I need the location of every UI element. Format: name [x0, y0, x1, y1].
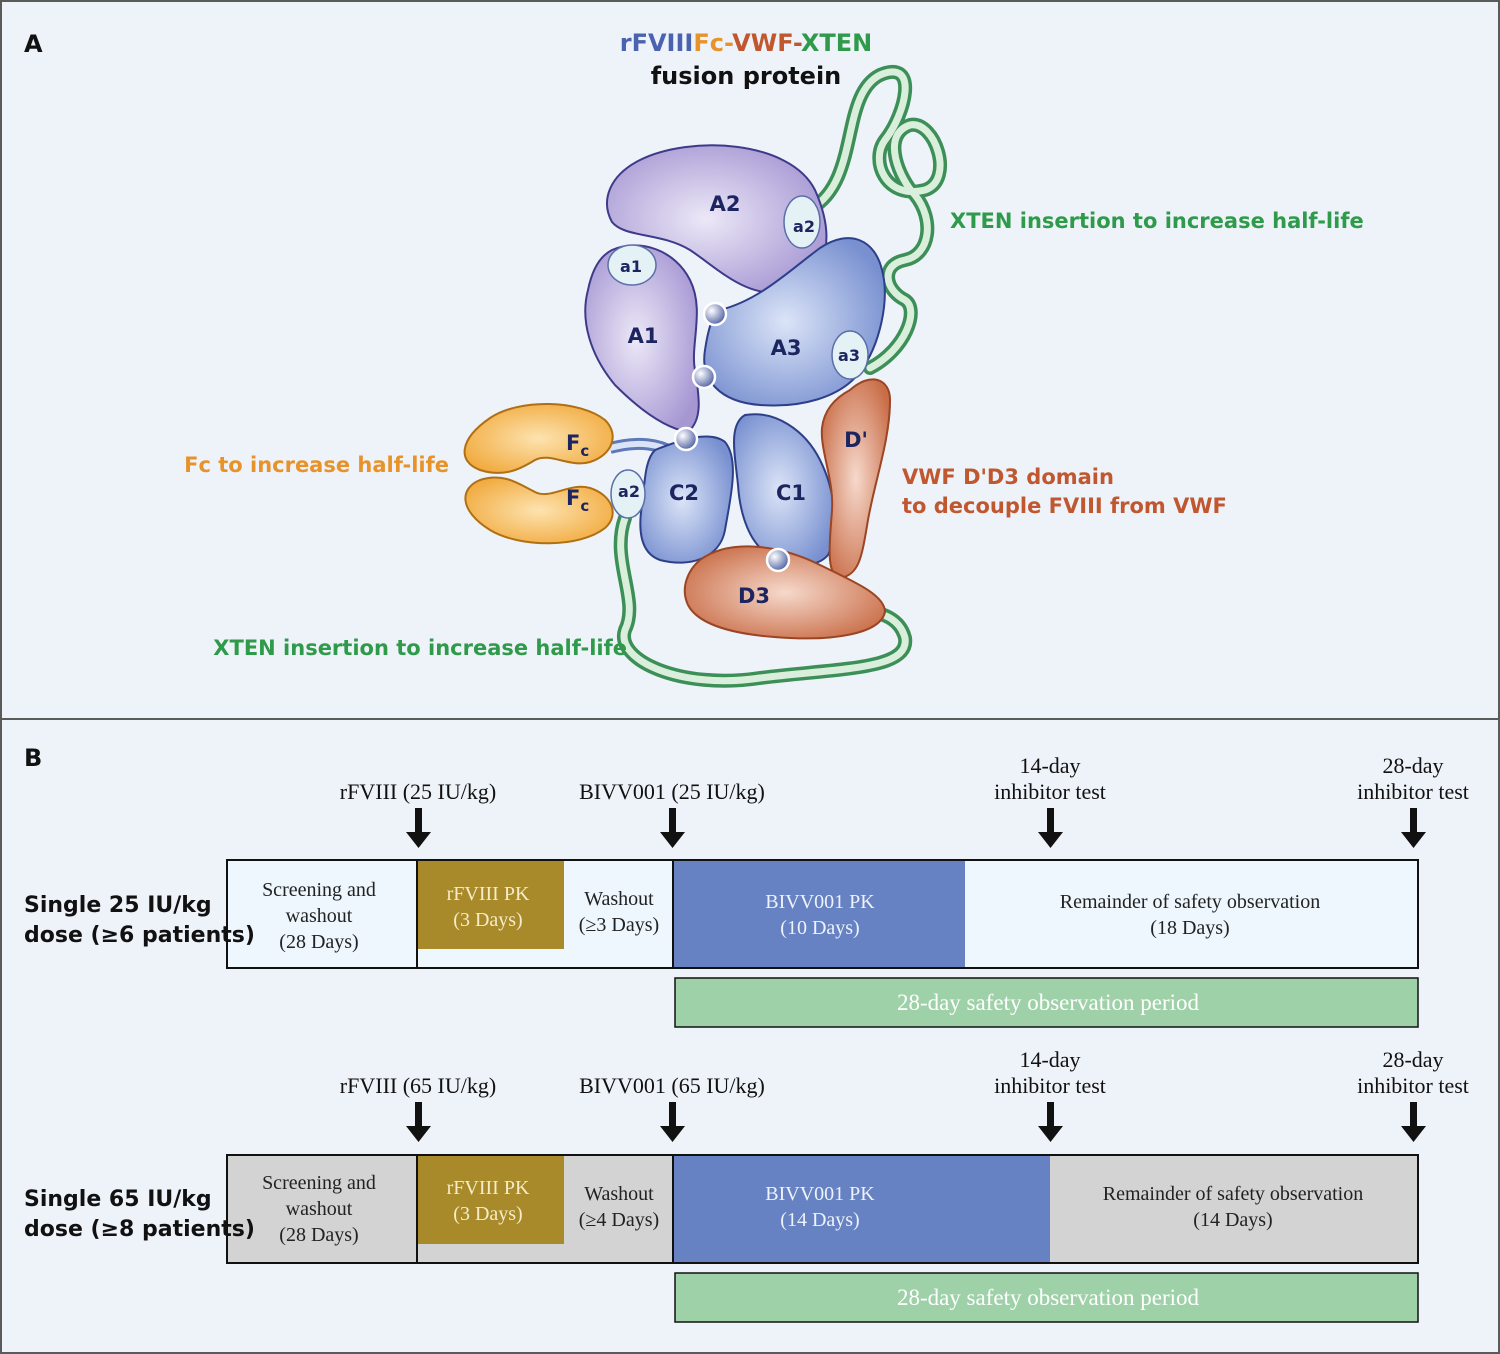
remainder-line2: (18 Days) [1150, 917, 1229, 939]
a3-region [831, 330, 869, 380]
xten-bottom-chain [613, 511, 913, 688]
down-arrow-icon [660, 1102, 685, 1142]
arrow-label-14day-test: inhibitor test [994, 1073, 1106, 1098]
washout-line2: (≥4 Days) [579, 1209, 659, 1231]
rfviii-pk-block [418, 861, 564, 949]
bivv-pk-line2: (14 Days) [780, 1209, 859, 1231]
bivv-pk-block [674, 861, 965, 967]
washout-line1: Washout [584, 1183, 654, 1205]
screening-line3: (28 Days) [279, 931, 358, 953]
down-arrow-icon [406, 808, 431, 848]
dosing-row-25: rFVIII (25 IU/kg) BIVV001 (25 IU/kg) 14-… [24, 753, 1469, 1028]
panel-a: A rFVIIIFc-VWF-XTEN fusion protein [24, 29, 1364, 688]
arrow-label-bivv: BIVV001 (25 IU/kg) [579, 779, 765, 804]
label-a2-bottom: a2 [618, 482, 640, 501]
screening-line2: washout [286, 905, 353, 927]
bivv-pk-line1: BIVV001 PK [765, 891, 875, 913]
protein-title-line2: fusion protein [651, 62, 842, 90]
label-C1: C1 [776, 481, 806, 505]
label-fc-top: Fc [566, 431, 589, 460]
screening-line2: washout [286, 1198, 353, 1220]
down-arrow-icon [1401, 1102, 1426, 1142]
d3-domain [683, 545, 887, 640]
rfviii-pk-line2: (3 Days) [453, 1203, 522, 1225]
callout-vwf-line2: to decouple FVIII from VWF [902, 494, 1227, 518]
label-D3: D3 [738, 584, 770, 608]
label-C2: C2 [669, 481, 699, 505]
link-ball [691, 364, 717, 390]
a2-bottom-region [610, 469, 646, 519]
label-fc-bottom: Fc [566, 486, 589, 515]
washout-line1: Washout [584, 888, 654, 910]
remainder-line1: Remainder of safety observation [1060, 891, 1320, 913]
safety-period-label: 28-day safety observation period [897, 990, 1200, 1015]
title-vwf: VWF- [732, 29, 802, 57]
row-title-line1: Single 65 IU/kg [24, 1187, 212, 1212]
label-Dprime: D' [844, 428, 868, 452]
down-arrow-icon [660, 808, 685, 848]
screening-line1: Screening and [262, 1172, 376, 1194]
arrow-label-28day: 28-day [1382, 753, 1443, 778]
label-a2-top: a2 [793, 217, 815, 236]
link-ball [673, 426, 699, 452]
rfviii-pk-line1: rFVIII PK [447, 1177, 530, 1199]
bivv-pk-line2: (10 Days) [780, 917, 859, 939]
arrow-label-14day: 14-day [1019, 1047, 1080, 1072]
screening-line1: Screening and [262, 879, 376, 901]
down-arrow-icon [406, 1102, 431, 1142]
label-A3: A3 [771, 336, 802, 360]
rfviii-pk-line2: (3 Days) [453, 909, 522, 931]
link-ball [765, 547, 791, 573]
protein-title: rFVIIIFc-VWF-XTEN [620, 29, 873, 57]
down-arrow-icon [1401, 808, 1426, 848]
a2-top-region [783, 195, 821, 249]
remainder-line1: Remainder of safety observation [1103, 1183, 1363, 1205]
title-rfviii: rFVIII [620, 29, 694, 57]
panel-b: B rFVIII (25 IU/kg) BIVV001 (25 IU/kg) 1… [24, 744, 1469, 1323]
callout-fc: Fc to increase half-life [184, 453, 449, 477]
label-A2: A2 [710, 192, 741, 216]
arrow-label-14day: 14-day [1019, 753, 1080, 778]
arrow-label-14day-test: inhibitor test [994, 779, 1106, 804]
arrow-label-28day: 28-day [1382, 1047, 1443, 1072]
safety-period-bar [674, 977, 1419, 1028]
screening-line3: (28 Days) [279, 1224, 358, 1246]
row-title-line2: dose (≥6 patients) [24, 923, 255, 948]
panel-a-label: A [24, 30, 43, 58]
rfviii-pk-line1: rFVIII PK [447, 883, 530, 905]
callout-xten-bottom: XTEN insertion to increase half-life [213, 636, 627, 660]
safety-period-label: 28-day safety observation period [897, 1285, 1200, 1310]
row-title-line2: dose (≥8 patients) [24, 1217, 255, 1242]
callout-vwf-line1: VWF D'D3 domain [902, 465, 1114, 489]
title-xten: XTEN [801, 29, 872, 57]
label-a3: a3 [838, 346, 860, 365]
remainder-line2: (14 Days) [1193, 1209, 1272, 1231]
arrow-label-28day-test: inhibitor test [1357, 1073, 1469, 1098]
down-arrow-icon [1038, 808, 1063, 848]
arrow-label-rfviii: rFVIII (25 IU/kg) [340, 779, 496, 804]
arrow-label-bivv: BIVV001 (65 IU/kg) [579, 1073, 765, 1098]
arrow-label-28day-test: inhibitor test [1357, 779, 1469, 804]
washout-line2: (≥3 Days) [579, 914, 659, 936]
bivv-pk-line1: BIVV001 PK [765, 1183, 875, 1205]
callout-xten-top: XTEN insertion to increase half-life [950, 209, 1364, 233]
d-prime-domain [820, 378, 892, 580]
a1-region [607, 244, 657, 286]
fc-bottom-domain [464, 476, 614, 545]
bivv-pk-block [674, 1156, 1050, 1262]
safety-period-bar [674, 1272, 1419, 1323]
dosing-row-65: rFVIII (65 IU/kg) BIVV001 (65 IU/kg) 14-… [24, 1047, 1469, 1323]
row-title-line1: Single 25 IU/kg [24, 893, 212, 918]
fc-top-domain [463, 403, 614, 474]
link-ball [702, 301, 728, 327]
label-a1: a1 [620, 257, 642, 276]
xten-top-chain [805, 65, 948, 375]
arrow-label-rfviii: rFVIII (65 IU/kg) [340, 1073, 496, 1098]
rfviii-pk-block [418, 1156, 564, 1244]
panel-b-label: B [24, 744, 42, 772]
title-fc: Fc- [693, 29, 733, 57]
down-arrow-icon [1038, 1102, 1063, 1142]
label-A1: A1 [628, 324, 659, 348]
